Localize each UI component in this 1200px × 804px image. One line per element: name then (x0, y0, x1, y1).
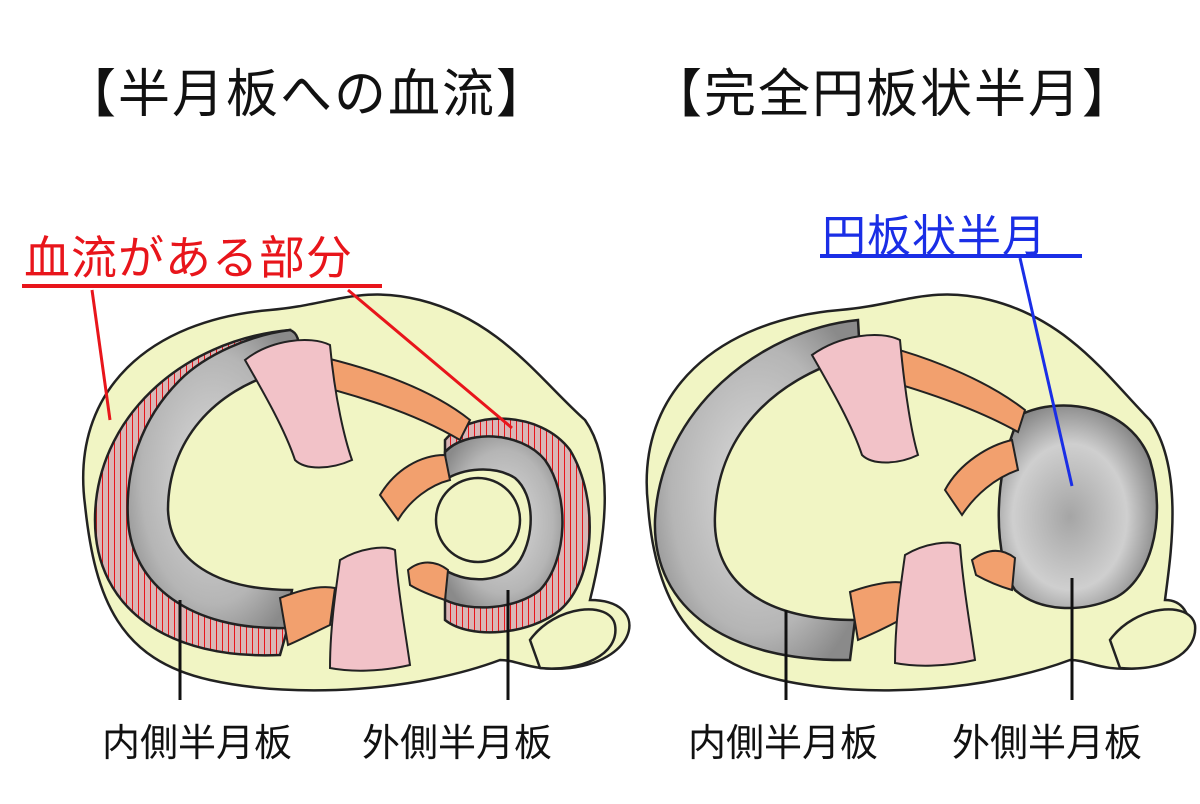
discoid-pointer (1018, 257, 1074, 487)
acl-left (243, 339, 354, 469)
label-lateral-meniscus-left: 外側半月板 (362, 721, 553, 765)
label-medial-meniscus-left: 内側半月板 (102, 721, 293, 765)
fibula-head-left (528, 608, 617, 670)
label-lateral-meniscus-right: 外側半月板 (952, 721, 1143, 765)
lateral-attachment-upper-right (943, 438, 1020, 517)
blood-flow-pointer-medial (90, 289, 112, 421)
fibula-head-right (1108, 608, 1197, 670)
label-blood-flow-region: 血流がある部分 (24, 231, 353, 285)
acl-right (810, 334, 920, 464)
title-blood-flow: 【半月板への血流】 (64, 65, 551, 125)
blood-flow-pointer-lateral (347, 288, 513, 430)
lateral-meniscus-left (443, 435, 564, 609)
lateral-attachment-upper-left (378, 453, 452, 522)
discoid-lateral-meniscus (997, 404, 1159, 610)
pcl-left (328, 546, 412, 672)
label-medial-meniscus-right: 内側半月板 (688, 721, 879, 765)
title-discoid-meniscus: 【完全円板状半月】 (650, 65, 1137, 125)
label-discoid-meniscus: 円板状半月 (822, 211, 1047, 262)
lateral-attachment-lower-left (406, 561, 450, 602)
right-knee-diagram (645, 293, 1197, 692)
lateral-meniscus-inner-left (434, 476, 522, 564)
medial-meniscus-right (653, 318, 862, 662)
pcl-right (893, 541, 977, 667)
medial-posterior-ligament-left (278, 586, 337, 647)
left-knee-diagram (82, 293, 631, 692)
lateral-attachment-lower-right (970, 549, 1017, 592)
